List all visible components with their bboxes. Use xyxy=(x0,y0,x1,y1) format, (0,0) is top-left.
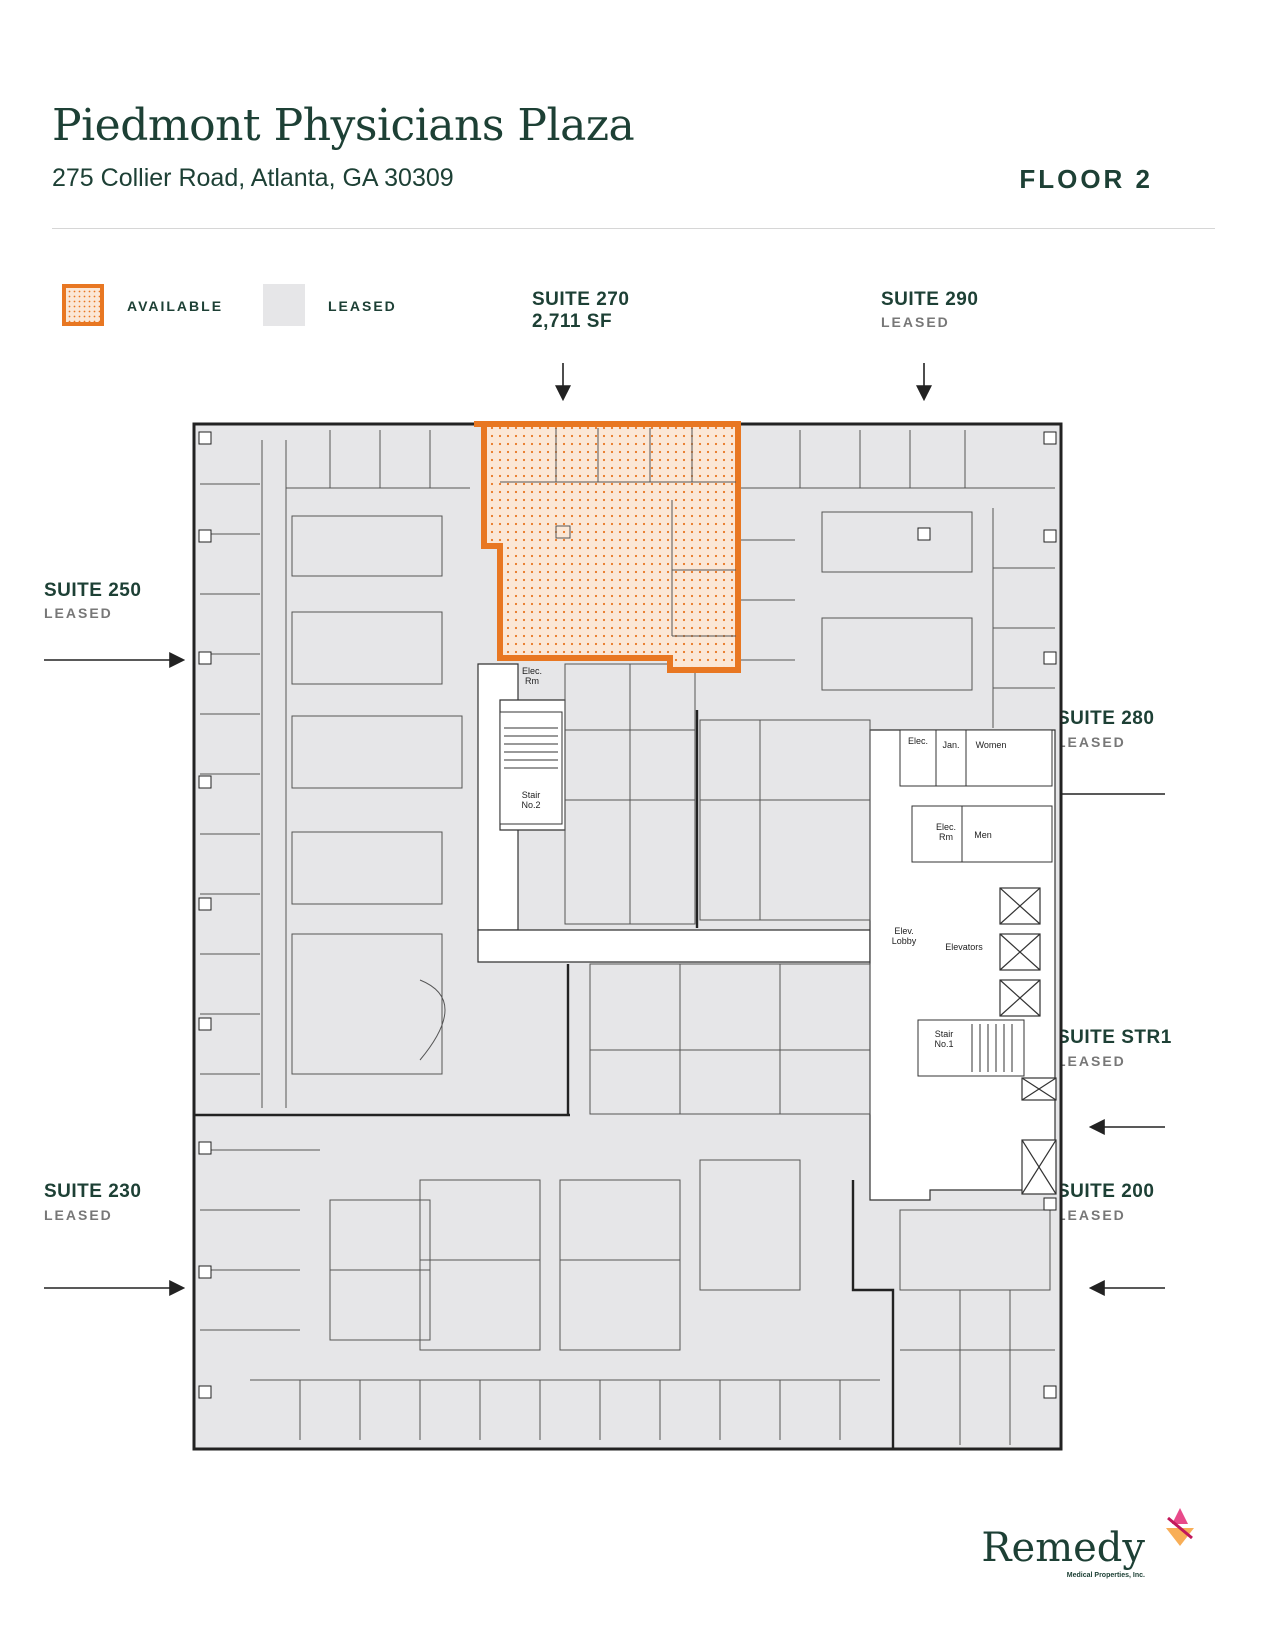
building-title: Piedmont Physicians Plaza xyxy=(52,100,635,151)
suite-270-area: 2,711 SF xyxy=(532,311,613,332)
legend-leased-label: LEASED xyxy=(328,298,397,314)
header-divider xyxy=(52,228,1215,229)
elec-rm-label-1: Elec. xyxy=(522,666,542,676)
suite-200-label: SUITE 200 xyxy=(1057,1181,1155,1202)
suite-230-label: SUITE 230 xyxy=(44,1181,142,1202)
men-label: Men xyxy=(974,830,992,840)
perimeter-columns xyxy=(198,431,1057,1399)
suite-270-label: SUITE 270 xyxy=(532,289,630,310)
legend-available-label: AVAILABLE xyxy=(127,298,224,314)
remedy-logo-subtitle: Medical Properties, Inc. xyxy=(1066,1572,1145,1579)
suite-270-walls xyxy=(500,428,736,637)
suite-str1-label: SUITE STR1 xyxy=(1057,1027,1172,1048)
elevators-label: Elevators xyxy=(945,942,983,952)
suite-250-status: LEASED xyxy=(44,605,113,621)
suite-250-label: SUITE 250 xyxy=(44,580,142,601)
stair2-label-1: Stair xyxy=(522,790,541,800)
floor-label: FLOOR 2 xyxy=(1019,164,1153,194)
room-labels: Elec. Rm Stair No.2 Elec. Jan. Women Ele… xyxy=(521,666,1006,1049)
suite-230-status: LEASED xyxy=(44,1207,113,1223)
elec-rm-label-2: Rm xyxy=(525,676,539,686)
suite-270-available-area xyxy=(474,421,741,673)
stair-1 xyxy=(917,1019,1025,1077)
available-swatch xyxy=(62,284,104,326)
stair-2 xyxy=(499,711,563,825)
restrooms xyxy=(899,729,1053,863)
suite-200-status: LEASED xyxy=(1057,1207,1126,1223)
suite-280-label: SUITE 280 xyxy=(1057,708,1155,729)
elev-lobby-label-1: Elev. xyxy=(894,926,913,936)
stair1-label-2: No.1 xyxy=(934,1039,953,1049)
leased-swatch xyxy=(263,284,305,326)
suite-280-status: LEASED xyxy=(1057,734,1126,750)
suite-str1-status: LEASED xyxy=(1057,1053,1126,1069)
women-label: Women xyxy=(976,740,1007,750)
building-address: 275 Collier Road, Atlanta, GA 30309 xyxy=(52,164,454,192)
interior-walls xyxy=(200,430,1055,1445)
elevator-core xyxy=(999,887,1057,1195)
elec-rm-mid-label-1: Elec. xyxy=(936,822,956,832)
suite-290-label: SUITE 290 xyxy=(881,289,979,310)
jan-label: Jan. xyxy=(942,740,959,750)
stair2-label-2: No.2 xyxy=(521,800,540,810)
elec-small-label: Elec. xyxy=(908,736,928,746)
suite-boundaries xyxy=(194,710,895,1449)
stair1-label-1: Stair xyxy=(935,1029,954,1039)
elev-lobby-label-2: Lobby xyxy=(892,936,917,946)
suite-290-status: LEASED xyxy=(881,314,950,330)
remedy-logo: Remedy xyxy=(981,1525,1145,1571)
remedy-logo-mark xyxy=(1166,1508,1194,1546)
elec-rm-mid-label-2: Rm xyxy=(939,832,953,842)
